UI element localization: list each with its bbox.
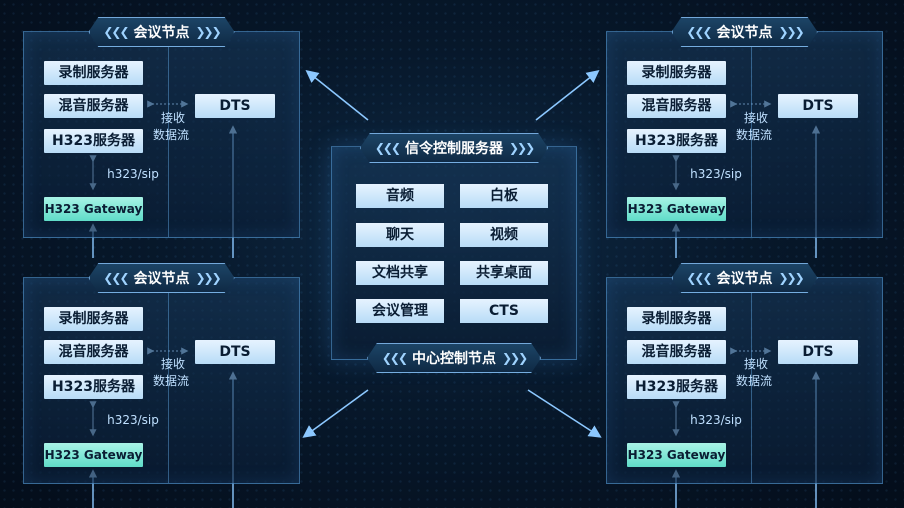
dts-box: DTS: [778, 94, 858, 118]
desktop-share-item: 共享桌面: [460, 261, 548, 285]
h323-server: H323服务器: [44, 129, 143, 153]
node-divider: [168, 278, 169, 483]
meeting-node-top-left: ❮❮❮ 会议节点 ❯❯❯ 录制服务器 混音服务器 H323服务器 H323 Ga…: [23, 31, 300, 238]
node-title: 会议节点: [716, 271, 773, 287]
dataflow-label: 数据流: [735, 374, 772, 388]
dts-box: DTS: [778, 340, 858, 364]
chevron-right-icon: ❯❯❯: [778, 271, 803, 285]
protocol-label: h323/sip: [690, 167, 742, 181]
h323-server: H323服务器: [627, 129, 726, 153]
record-server: 录制服务器: [627, 307, 726, 331]
video-item: 视频: [460, 223, 548, 247]
chat-item: 聊天: [356, 223, 444, 247]
dataflow-label: 数据流: [735, 128, 772, 142]
meeting-node-bottom-right: ❮❮❮ 会议节点 ❯❯❯ 录制服务器 混音服务器 H323服务器 H323 Ga…: [606, 277, 883, 484]
protocol-label: h323/sip: [107, 167, 159, 181]
chevron-left-icon: ❮❮❮: [686, 25, 711, 39]
receive-label: 接收: [743, 111, 768, 125]
node-title: 会议节点: [133, 25, 190, 41]
h323-gateway: H323 Gateway: [627, 443, 726, 467]
chevron-right-icon: ❯❯❯: [502, 351, 527, 365]
receive-label: 接收: [743, 357, 768, 371]
node-title-badge: ❮❮❮ 会议节点 ❯❯❯: [88, 17, 234, 47]
chevron-left-icon: ❮❮❮: [381, 351, 406, 365]
chevron-right-icon: ❯❯❯: [509, 141, 534, 155]
central-control-node-title: 中心控制节点: [412, 351, 496, 367]
dataflow-label: 数据流: [152, 374, 189, 388]
document-share-item: 文档共享: [356, 261, 444, 285]
meeting-management-item: 会议管理: [356, 299, 444, 323]
protocol-label: h323/sip: [690, 413, 742, 427]
node-title: 会议节点: [133, 271, 190, 287]
record-server: 录制服务器: [44, 307, 143, 331]
central-control-panel: ❮❮❮ 信令控制服务器 ❯❯❯ 音频 白板 聊天 视频 文档共享 共享桌面 会议…: [331, 146, 577, 360]
cts-item: CTS: [460, 299, 548, 323]
mixer-server: 混音服务器: [627, 340, 726, 364]
h323-server: H323服务器: [44, 375, 143, 399]
node-title-badge: ❮❮❮ 会议节点 ❯❯❯: [671, 17, 817, 47]
chevron-left-icon: ❮❮❮: [686, 271, 711, 285]
signaling-server-title-badge: ❮❮❮ 信令控制服务器 ❯❯❯: [360, 133, 548, 163]
chevron-left-icon: ❮❮❮: [103, 271, 128, 285]
node-divider: [168, 32, 169, 237]
record-server: 录制服务器: [44, 61, 143, 85]
node-title: 会议节点: [716, 25, 773, 41]
node-divider: [751, 278, 752, 483]
record-server: 录制服务器: [627, 61, 726, 85]
h323-gateway: H323 Gateway: [627, 197, 726, 221]
whiteboard-item: 白板: [460, 184, 548, 208]
mixer-server: 混音服务器: [627, 94, 726, 118]
dts-box: DTS: [195, 94, 275, 118]
central-control-node-title-badge: ❮❮❮ 中心控制节点 ❯❯❯: [367, 343, 541, 373]
chevron-left-icon: ❮❮❮: [374, 141, 399, 155]
node-title-badge: ❮❮❮ 会议节点 ❯❯❯: [88, 263, 234, 293]
receive-label: 接收: [160, 357, 185, 371]
dts-box: DTS: [195, 340, 275, 364]
chevron-right-icon: ❯❯❯: [195, 271, 220, 285]
dataflow-label: 数据流: [152, 128, 189, 142]
mixer-server: 混音服务器: [44, 94, 143, 118]
h323-server: H323服务器: [627, 375, 726, 399]
protocol-label: h323/sip: [107, 413, 159, 427]
h323-gateway: H323 Gateway: [44, 197, 143, 221]
h323-gateway: H323 Gateway: [44, 443, 143, 467]
node-divider: [751, 32, 752, 237]
signaling-server-title: 信令控制服务器: [405, 141, 503, 157]
node-title-badge: ❮❮❮ 会议节点 ❯❯❯: [671, 263, 817, 293]
audio-item: 音频: [356, 184, 444, 208]
chevron-right-icon: ❯❯❯: [778, 25, 803, 39]
meeting-node-top-right: ❮❮❮ 会议节点 ❯❯❯ 录制服务器 混音服务器 H323服务器 H323 Ga…: [606, 31, 883, 238]
meeting-node-bottom-left: ❮❮❮ 会议节点 ❯❯❯ 录制服务器 混音服务器 H323服务器 H323 Ga…: [23, 277, 300, 484]
mixer-server: 混音服务器: [44, 340, 143, 364]
receive-label: 接收: [160, 111, 185, 125]
chevron-left-icon: ❮❮❮: [103, 25, 128, 39]
chevron-right-icon: ❯❯❯: [195, 25, 220, 39]
